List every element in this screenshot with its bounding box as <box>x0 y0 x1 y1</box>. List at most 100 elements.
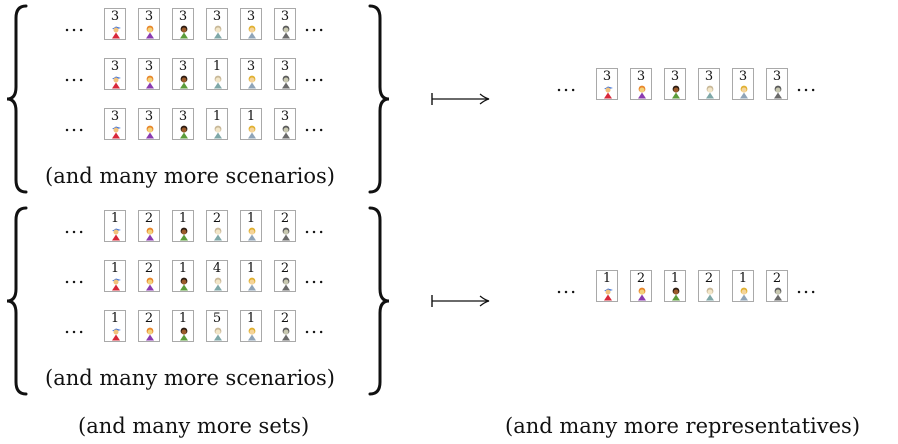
card: 3 <box>274 58 296 90</box>
card-number: 3 <box>178 9 188 24</box>
card: 3 <box>596 68 618 100</box>
card: 5 <box>206 310 228 342</box>
card-number: 3 <box>246 9 256 24</box>
scenario-row-ellipsis-right: ... <box>304 316 326 338</box>
card-number: 3 <box>704 69 714 84</box>
person-pale-icon <box>706 287 714 301</box>
card: 1 <box>596 270 618 302</box>
person-pale-icon <box>214 75 222 89</box>
card-number: 1 <box>246 311 256 326</box>
person-orange-hair-icon <box>146 75 154 89</box>
card-number: 1 <box>246 211 256 226</box>
card: 2 <box>274 210 296 242</box>
card: 3 <box>172 108 194 140</box>
person-blonde-icon <box>740 85 748 99</box>
card: 2 <box>206 210 228 242</box>
card-number: 1 <box>110 311 120 326</box>
card-number: 3 <box>772 69 782 84</box>
representative-row-ellipsis-left: ... <box>556 74 578 96</box>
maps-to-arrow-2 <box>431 295 490 307</box>
card: 1 <box>240 108 262 140</box>
card: 3 <box>274 108 296 140</box>
person-blonde-icon <box>740 287 748 301</box>
card: 1 <box>104 260 126 292</box>
person-grey-icon <box>282 327 290 341</box>
card-number: 4 <box>212 261 222 276</box>
card: 3 <box>138 108 160 140</box>
card-number: 3 <box>110 109 120 124</box>
card: 1 <box>206 108 228 140</box>
card-number: 3 <box>144 59 154 74</box>
card: 3 <box>732 68 754 100</box>
card-number: 2 <box>704 271 714 286</box>
card-number: 1 <box>212 109 222 124</box>
person-grey-icon <box>282 125 290 139</box>
card-number: 3 <box>738 69 748 84</box>
card: 1 <box>172 310 194 342</box>
scenario-row-ellipsis-left: ... <box>64 266 86 288</box>
card-number: 3 <box>144 9 154 24</box>
card: 3 <box>104 58 126 90</box>
person-grey-icon <box>282 227 290 241</box>
person-red-hat-icon <box>112 278 121 291</box>
person-red-hat-icon <box>112 228 121 241</box>
card-number: 1 <box>110 261 120 276</box>
scenario-row-ellipsis-right: ... <box>304 114 326 136</box>
right-brace-1 <box>368 4 390 194</box>
card-number: 3 <box>636 69 646 84</box>
person-orange-hair-icon <box>146 25 154 39</box>
person-blonde-icon <box>248 227 256 241</box>
card-number: 2 <box>636 271 646 286</box>
person-orange-hair-icon <box>146 227 154 241</box>
card-number: 1 <box>602 271 612 286</box>
scenarios-footer: (and many more scenarios) <box>45 366 335 390</box>
scenario-row-ellipsis-left: ... <box>64 114 86 136</box>
left-brace-2 <box>6 206 28 396</box>
card-number: 3 <box>280 59 290 74</box>
card: 1 <box>664 270 686 302</box>
caption-sets: (and many more sets) <box>78 414 310 438</box>
card: 2 <box>766 270 788 302</box>
card: 1 <box>240 260 262 292</box>
scenario-row-ellipsis-left: ... <box>64 316 86 338</box>
person-pale-icon <box>706 85 714 99</box>
card: 1 <box>172 210 194 242</box>
card-number: 2 <box>212 211 222 226</box>
card: 3 <box>240 58 262 90</box>
card-number: 1 <box>246 109 256 124</box>
card: 1 <box>206 58 228 90</box>
scenario-row-ellipsis-right: ... <box>304 14 326 36</box>
person-dark-skin-icon <box>180 327 188 341</box>
card-number: 1 <box>178 311 188 326</box>
card: 1 <box>240 310 262 342</box>
card-number: 2 <box>280 311 290 326</box>
person-grey-icon <box>282 25 290 39</box>
person-blonde-icon <box>248 25 256 39</box>
card-number: 3 <box>178 59 188 74</box>
right-brace-2 <box>368 206 390 396</box>
card: 2 <box>138 310 160 342</box>
card: 1 <box>104 310 126 342</box>
card-number: 3 <box>110 59 120 74</box>
scenario-row-ellipsis-right: ... <box>304 216 326 238</box>
person-grey-icon <box>282 75 290 89</box>
caption-representatives: (and many more representatives) <box>505 414 861 438</box>
card: 1 <box>104 210 126 242</box>
card-number: 1 <box>178 211 188 226</box>
card: 3 <box>766 68 788 100</box>
person-red-hat-icon <box>604 86 613 99</box>
scenario-row-ellipsis-left: ... <box>64 216 86 238</box>
card-number: 2 <box>144 311 154 326</box>
person-pale-icon <box>214 277 222 291</box>
card-number: 1 <box>246 261 256 276</box>
person-blonde-icon <box>248 125 256 139</box>
card: 2 <box>698 270 720 302</box>
card: 3 <box>630 68 652 100</box>
representative-row-ellipsis-right: ... <box>796 276 818 298</box>
person-red-hat-icon <box>112 126 121 139</box>
card: 1 <box>172 260 194 292</box>
person-dark-skin-icon <box>180 25 188 39</box>
person-dark-skin-icon <box>180 277 188 291</box>
scenario-row-ellipsis-right: ... <box>304 266 326 288</box>
person-red-hat-icon <box>112 76 121 89</box>
